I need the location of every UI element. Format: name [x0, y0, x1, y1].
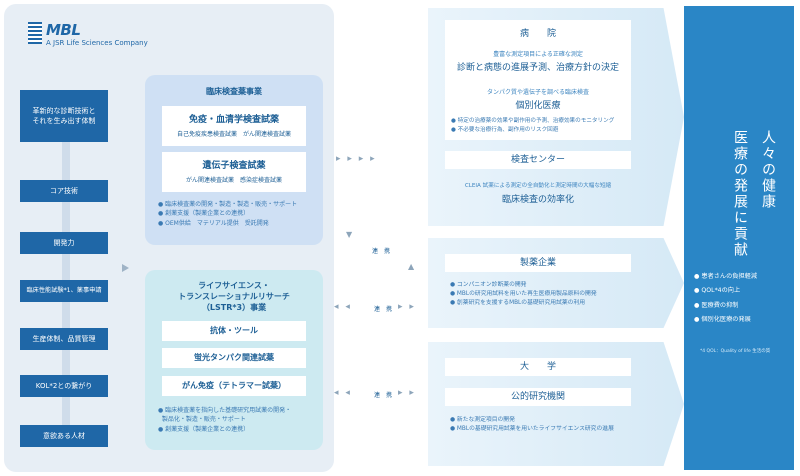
- contribution-list: ● 患者さんの負担軽減 ● QOL*4の向上 ● 医療費の抑制 ● 個別化医療の…: [694, 270, 757, 327]
- connector-univ-dots-left: ◂ ◂: [334, 388, 352, 398]
- clinical-note: ● OEM供給 マテリアル提供 受託開発: [158, 219, 269, 227]
- research-institute-card: 公的研究機関: [445, 388, 631, 406]
- lstr-note: 製品化・製造・販売・サポート: [161, 416, 246, 424]
- pharma-note: ● MBLの研究用試料を用いた再生医療用製品原料の開発: [450, 290, 597, 297]
- cancer-immunity-card: がん免疫（テトラマー試薬）: [162, 376, 306, 396]
- connector-label-upper: 連 携: [372, 248, 391, 255]
- contribution-footnote: *4 QOL：Quality of life 生活の質: [700, 349, 771, 354]
- genetic-card-subtitle: がん関連検査試薬 感染症検査試薬: [185, 177, 282, 184]
- left-box-production: 生産体制、品質管理: [20, 328, 108, 350]
- hospital-big-1: 診断と病態の進展予測、治療方針の決定: [456, 63, 619, 73]
- connector-hospital-dots: ▸ ▸ ▸ ▸: [336, 154, 377, 164]
- pharma-card: 製薬企業: [445, 254, 631, 272]
- connector-pharma-dots-right: ▸ ▸: [398, 302, 416, 312]
- left-column-spine: [62, 90, 70, 445]
- immuno-card-subtitle: 自己免疫疾患検査試薬 がん関連検査試薬: [176, 131, 291, 138]
- hospital-note: ● 不必要な治療行為、副作用のリスク回避: [451, 126, 559, 133]
- hospital-notes: ● 特定の治療薬の効果や副作用の予測、治療効果のモニタリング ● 不必要な治療行…: [451, 117, 631, 134]
- antibody-card: 抗体・ツール: [162, 321, 306, 341]
- left-box-kol: KOL*2との繋がり: [20, 375, 108, 397]
- building-icon: [28, 22, 42, 44]
- immuno-card: 免疫・血清学検査試薬 自己免疫疾患検査試薬 がん関連検査試薬: [162, 106, 306, 146]
- lstr-business-title: ライフサイエンス・ トランスレーショナルリサーチ （LSTR*3）事業: [178, 281, 290, 313]
- contribution-panel: [684, 6, 794, 470]
- pharma-note: ● コンパニオン診断薬の開発: [450, 282, 527, 288]
- hospital-card: 病 院 豊富な測定項目による正確な測定 診断と病態の進展予測、治療方針の決定 タ…: [445, 20, 631, 140]
- university-note: ● MBLの基礎研究用試薬を用いたライフサイエンス研究の進展: [450, 425, 614, 432]
- testing-center-small: CLEIA 試薬による測定の全自動化と測定時間の大幅な短縮: [464, 183, 612, 189]
- pharma-note: ● 創薬研究を支援するMBLの基礎研究用試薬の利用: [450, 299, 586, 306]
- connector-pharma-dots-left: ◂ ◂: [334, 302, 352, 312]
- university-card: 大 学: [445, 358, 631, 376]
- genetic-card-title: 遺伝子検査試薬: [202, 161, 266, 171]
- hospital-small-1: 豊富な測定項目による正確な測定: [493, 51, 583, 58]
- lstr-note: ● 創薬支援（製薬企業との連携）: [158, 425, 250, 433]
- testing-center-card: 検査センター: [445, 151, 631, 169]
- left-box-clinical-trial: 臨床性能試験*1、薬事申請: [20, 280, 108, 302]
- hospital-big-2: 個別化医療: [515, 101, 561, 111]
- contribution-item: ● 個別化医療の発展: [694, 315, 751, 323]
- contribution-item: ● QOL*4の向上: [694, 287, 741, 295]
- connector-label-university: 連 携: [374, 392, 393, 399]
- left-box-innovation: 革新的な診断技術と それを生み出す体制: [20, 90, 108, 142]
- connector-univ-dots-right: ▸ ▸: [398, 388, 416, 398]
- logo-subtitle: A JSR Life Sciences Company: [46, 39, 148, 47]
- fluorescent-card: 蛍光タンパク関連試薬: [162, 348, 306, 368]
- mbl-logo: MBL: [46, 21, 81, 39]
- contribution-heading-2: 医療の発展に貢献: [732, 130, 748, 258]
- contribution-item: ● 患者さんの負担軽減: [694, 273, 758, 280]
- clinical-notes: ● 臨床検査薬の開発・製造・製造・販売・サポート ● 創薬支援（製薬企業との連携…: [158, 200, 297, 228]
- connector-label-pharma: 連 携: [374, 306, 393, 313]
- pharma-notes: ● コンパニオン診断薬の開発 ● MBLの研究用試料を用いた再生医療用製品原料の…: [450, 281, 597, 308]
- pharma-band: [428, 238, 684, 328]
- clinical-note: ● 創薬支援（製薬企業との連携）: [158, 210, 250, 218]
- testing-center-big: 臨床検査の効率化: [501, 195, 574, 205]
- lstr-notes: ● 臨床検査薬を指向した基礎研究用試薬の開発・ 製品化・製造・販売・サポート ●…: [158, 406, 291, 434]
- university-notes: ● 新たな測定項目の開発 ● MBLの基礎研究用試薬を用いたライフサイエンス研究…: [450, 416, 614, 434]
- connector-down-arrow-icon: ▲: [408, 262, 417, 271]
- clinical-business-title: 臨床検査薬事業: [206, 87, 262, 96]
- contribution-heading-1: 人々の健康: [760, 130, 776, 210]
- left-box-core-tech: コア技術: [20, 180, 108, 202]
- clinical-note: ● 臨床検査薬の開発・製造・製造・販売・サポート: [158, 201, 298, 208]
- lstr-note: ● 臨床検査薬を指向した基礎研究用試薬の開発・: [158, 407, 292, 414]
- hospital-note: ● 特定の治療薬の効果や副作用の予測、治療効果のモニタリング: [451, 118, 615, 124]
- university-note: ● 新たな測定項目の開発: [450, 417, 515, 423]
- left-box-talent: 意欲ある人材: [20, 425, 108, 447]
- hospital-small-2: タンパク質や遺伝子を調べる臨床検査: [486, 89, 589, 96]
- genetic-card: 遺伝子検査試薬 がん関連検査試薬 感染症検査試薬: [162, 152, 306, 192]
- arrow-right-icon: [122, 264, 129, 272]
- left-box-development: 開発力: [20, 232, 108, 254]
- immuno-card-title: 免疫・血清学検査試薬: [188, 115, 279, 125]
- hospital-title: 病 院: [519, 29, 556, 39]
- connector-up-arrow-icon: ▼: [346, 230, 355, 239]
- contribution-item: ● 医療費の抑制: [694, 301, 739, 309]
